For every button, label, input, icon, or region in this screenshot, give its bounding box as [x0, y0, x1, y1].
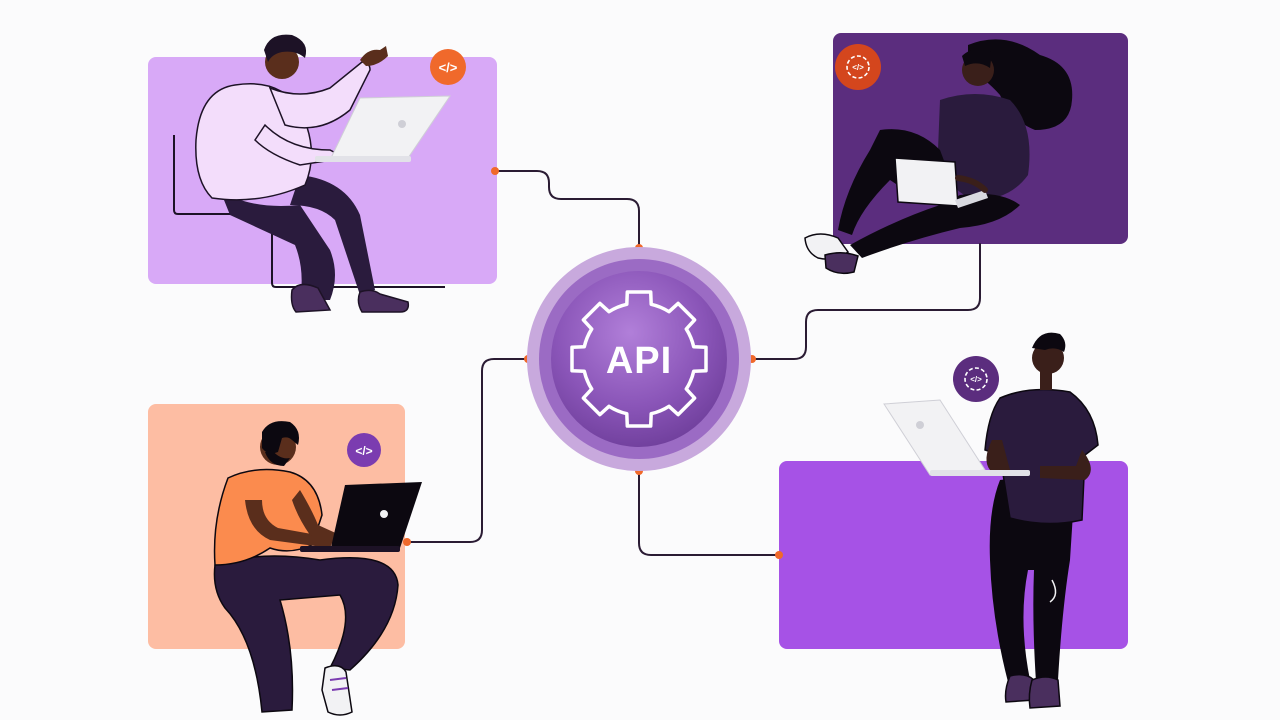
badge-top-left: </> [430, 49, 466, 85]
hub-label: API [606, 340, 672, 382]
connector-bottom-left [407, 359, 528, 542]
badge-top-right: </> [835, 44, 881, 90]
connector-bottom-right [639, 471, 779, 555]
connector-top-right [752, 244, 980, 359]
code-brackets-icon: </> [355, 444, 372, 458]
api-hub: API [527, 247, 751, 471]
badge-bottom-left: </> [347, 433, 381, 467]
badge-bottom-right: </> [953, 356, 999, 402]
connector-top-left [495, 171, 639, 248]
code-brackets-icon: </> [439, 60, 458, 75]
gear-code-icon: </> [852, 63, 864, 72]
gear-code-icon: </> [970, 375, 982, 384]
